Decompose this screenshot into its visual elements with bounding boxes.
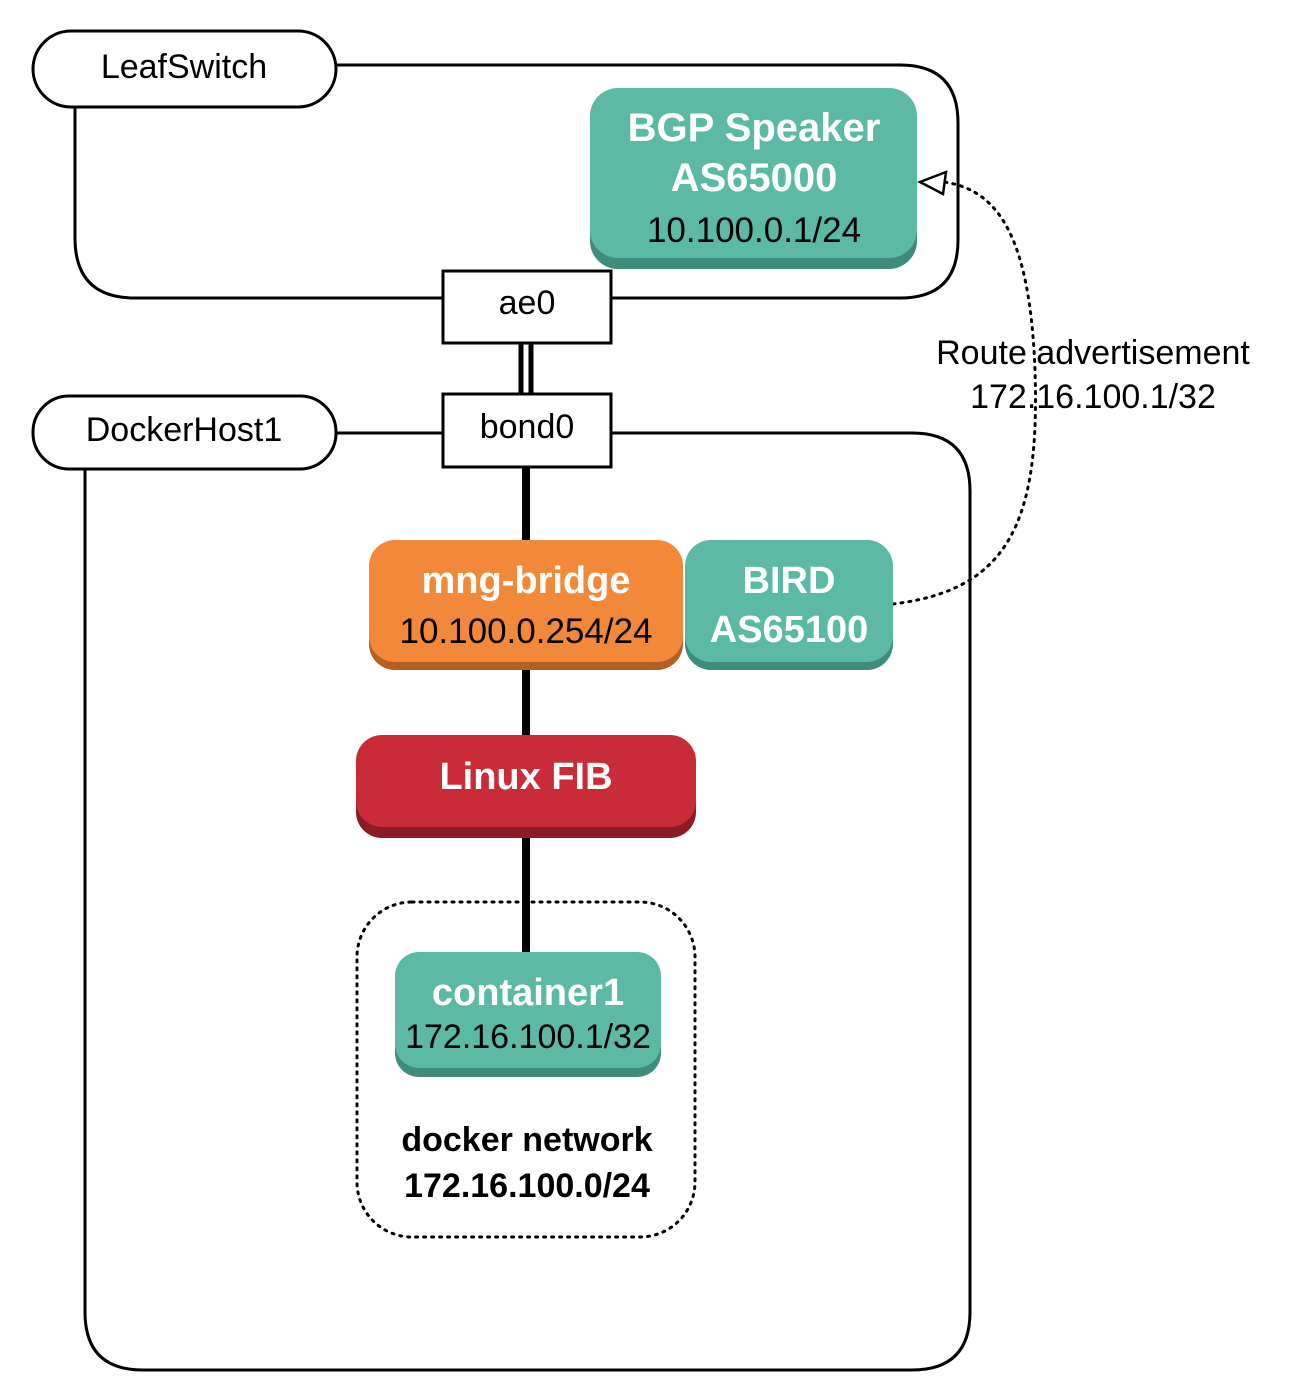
docker-network-subnet: 172.16.100.0/24 [404,1167,650,1205]
leafswitch-label-pill [31,29,338,109]
ae0-label: ae0 [499,284,556,322]
mng-bridge-node: mng-bridge 10.100.0.254/24 [369,540,683,670]
dockerhost-frame [83,431,972,1372]
linux-fib-title: Linux FIB [439,756,612,798]
bird-title: BIRD [743,560,836,602]
leafswitch-label: LeafSwitch [101,48,267,86]
bird-asn: AS65100 [710,609,868,651]
bgp-speaker-ip: 10.100.0.1/24 [647,211,861,250]
mng-bridge-ip: 10.100.0.254/24 [399,612,652,651]
container1-title: container1 [432,972,624,1014]
ae0-port [441,269,613,345]
bird-node: BIRD AS65100 [685,540,893,670]
linux-fib-node: Linux FIB [356,735,696,838]
bgp-speaker-node: BGP Speaker AS65000 10.100.0.1/24 [590,88,917,269]
bgp-speaker-title: BGP Speaker [628,106,881,150]
container1-ip: 172.16.100.1/32 [405,1018,651,1056]
mng-bridge-title: mng-bridge [422,560,631,602]
route-advertisement-line1: Route advertisement [936,334,1250,372]
arrowhead-icon [916,170,948,196]
leafswitch-frame [73,63,960,300]
bgp-speaker-asn: AS65000 [671,156,838,200]
route-advertisement-arrow [891,180,1037,606]
route-advertisement-line2: 172.16.100.1/32 [970,378,1216,416]
bond0-label: bond0 [480,408,575,446]
container1-node: container1 172.16.100.1/32 [395,952,661,1077]
bond0-port [441,392,613,469]
docker-network-title: docker network [401,1121,652,1159]
dockerhost-label-pill [31,394,338,471]
dockerhost-label: DockerHost1 [86,411,283,449]
